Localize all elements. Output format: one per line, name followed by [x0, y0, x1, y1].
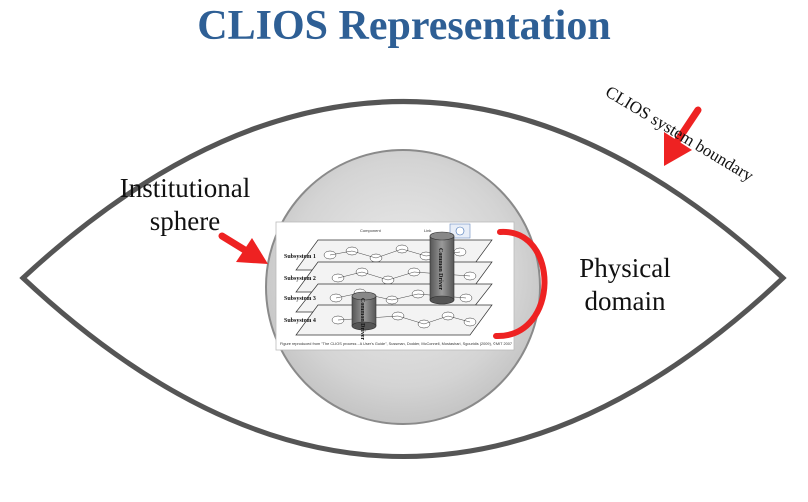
diagram-title: CLIOS Representation	[197, 3, 611, 49]
boundary-arrow	[664, 106, 702, 166]
subsystem-label-1: Subsystem 1	[284, 254, 316, 260]
institutional-label-line-2: sphere	[149, 206, 221, 236]
figure-header-link: Link	[424, 228, 431, 233]
physical-domain-bracket	[493, 228, 548, 340]
common-driver-cylinder-2: Common Driver	[351, 291, 377, 340]
subsystem-label-4: Subsystem 4	[284, 318, 316, 324]
physical-label-line-2: domain	[584, 286, 666, 316]
physical-domain-label: Physical domain	[565, 252, 685, 318]
common-driver-label-2: Common Driver	[359, 298, 365, 340]
institutional-arrow	[218, 232, 268, 264]
system-boundary-outline	[19, 99, 787, 459]
physical-domain-figure: Component Link Subsystem 1	[275, 221, 515, 351]
physical-label-line-1: Physical	[579, 253, 671, 283]
subsystem-layer-4: Subsystem 4	[284, 304, 493, 336]
figure-caption: Figure reproduced from "The CLIOS proces…	[280, 341, 513, 346]
figure-header-component: Component	[360, 228, 382, 233]
common-driver-label-1: Common Driver	[437, 248, 443, 290]
subsystem-label-3: Subsystem 3	[284, 296, 316, 302]
subsystem-label-2: Subsystem 2	[284, 276, 316, 282]
common-driver-cylinder-1: Common Driver	[429, 231, 455, 305]
institutional-label-line-1: Institutional	[119, 173, 251, 203]
institutional-sphere-label: Institutional sphere	[100, 172, 270, 238]
